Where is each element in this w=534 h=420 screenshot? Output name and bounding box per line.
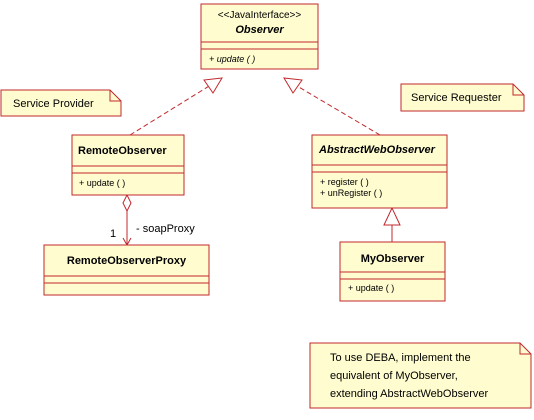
aggregation-diamond bbox=[122, 193, 132, 213]
class-name: RemoteObserver bbox=[78, 145, 167, 157]
class-operation: + update ( ) bbox=[348, 283, 394, 293]
class-operation: + update ( ) bbox=[209, 54, 255, 64]
class-observer[interactable]: <<JavaInterface>> Observer + update ( ) bbox=[200, 3, 319, 70]
note-text: Service Requester bbox=[411, 92, 502, 104]
note-text-line: extending AbstractWebObserver bbox=[330, 388, 488, 400]
class-stereotype: <<JavaInterface>> bbox=[218, 10, 302, 21]
note-service-provider: Service Provider bbox=[0, 89, 122, 117]
generalization-my-observer bbox=[383, 206, 401, 242]
note-service-requester: Service Requester bbox=[400, 83, 525, 112]
class-name: MyObserver bbox=[361, 253, 425, 265]
class-name: RemoteObserverProxy bbox=[67, 255, 187, 267]
class-remote-observer-proxy[interactable]: RemoteObserverProxy bbox=[43, 244, 210, 296]
realization-arrowhead bbox=[283, 77, 303, 94]
class-name: Observer bbox=[235, 24, 284, 36]
aggregation-soap-proxy: 1 - soapProxy bbox=[110, 193, 195, 247]
association-multiplicity: 1 bbox=[110, 228, 116, 240]
class-operation: + update ( ) bbox=[79, 178, 125, 188]
class-abstract-web-observer[interactable]: AbstractWebObserver + register ( ) + unR… bbox=[311, 134, 448, 209]
note-text-line: To use DEBA, implement the bbox=[330, 352, 471, 364]
realization-remote-observer bbox=[129, 77, 223, 136]
class-my-observer[interactable]: MyObserver + update ( ) bbox=[339, 241, 446, 302]
note-text-line: equivalent of MyObserver, bbox=[330, 370, 458, 382]
class-operation: + register ( ) bbox=[320, 177, 369, 187]
association-role: - soapProxy bbox=[136, 223, 195, 235]
note-deba: To use DEBA, implement the equivalent of… bbox=[309, 342, 532, 409]
realization-abstract-web-observer bbox=[283, 77, 381, 136]
generalization-arrowhead bbox=[383, 206, 401, 226]
realization-arrowhead bbox=[203, 77, 223, 94]
class-name: AbstractWebObserver bbox=[318, 144, 436, 156]
class-operation: + unRegister ( ) bbox=[320, 188, 382, 198]
note-text: Service Provider bbox=[13, 98, 94, 110]
class-remote-observer[interactable]: RemoteObserver + update ( ) bbox=[71, 134, 185, 196]
